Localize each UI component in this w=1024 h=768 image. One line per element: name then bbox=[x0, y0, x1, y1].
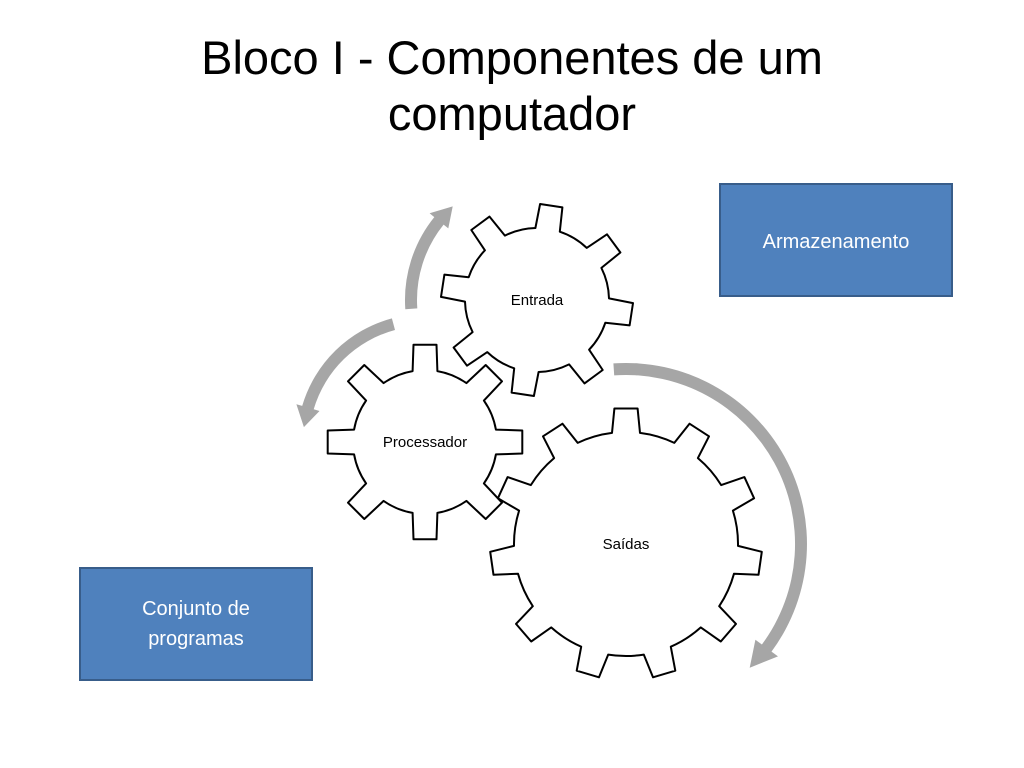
gear-processor-icon bbox=[326, 343, 524, 541]
slide-title-line-1: Bloco I - Componentes de um bbox=[201, 31, 823, 84]
cycle-arrow-up-icon bbox=[404, 206, 453, 310]
gear-processor-label: Processador bbox=[383, 434, 467, 451]
gear-output-label: Saídas bbox=[603, 536, 650, 553]
slide-title: Bloco I - Componentes de um computador bbox=[0, 30, 1024, 142]
programs-box-label-line-1: Conjunto de bbox=[142, 598, 250, 620]
storage-box-label: Armazenamento bbox=[762, 231, 910, 253]
gear-output-icon bbox=[489, 407, 763, 679]
slide-title-line-2: computador bbox=[387, 87, 637, 140]
programs-box-label-line-2: programas bbox=[148, 628, 244, 650]
gear-input-label: Entrada bbox=[511, 292, 564, 309]
cycle-arrow-left-icon bbox=[296, 318, 395, 428]
storage-box: Armazenamento bbox=[719, 183, 953, 297]
programs-box: Conjunto de programas bbox=[79, 567, 313, 681]
gear-input-icon bbox=[440, 203, 634, 397]
